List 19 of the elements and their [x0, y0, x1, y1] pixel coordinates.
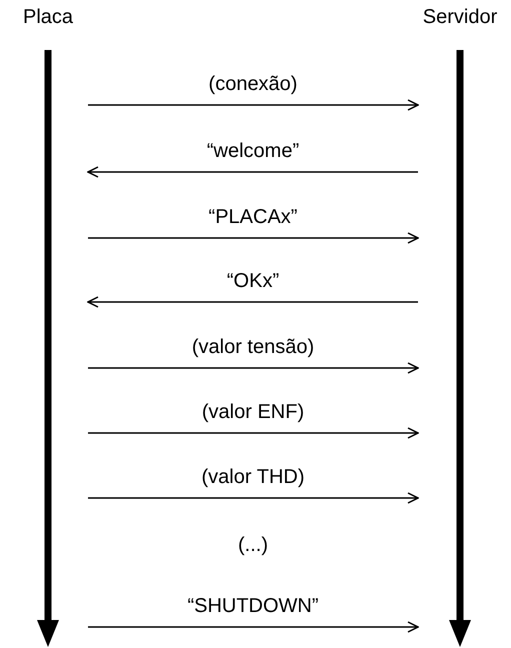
- participant-label: Placa: [22, 6, 74, 29]
- message-label: “OKx”: [226, 270, 280, 293]
- message-label: (valor THD): [202, 466, 304, 489]
- message-arrow: [88, 362, 419, 374]
- message-label: “PLACAx”: [208, 206, 298, 229]
- message-label: (conexão): [208, 73, 298, 96]
- message-label: (valor ENF): [202, 401, 304, 424]
- message-arrow: [88, 621, 419, 633]
- participant-label: Servidor: [422, 6, 498, 29]
- message-arrow: [87, 166, 418, 178]
- message-label: “welcome”: [206, 140, 300, 163]
- message-arrow: [88, 232, 419, 244]
- message-arrow: [87, 296, 418, 308]
- message-arrow: [88, 492, 419, 504]
- message-label: “SHUTDOWN”: [187, 595, 319, 618]
- ellipsis-note: (...): [238, 534, 268, 557]
- message-label: (valor tensão): [192, 336, 314, 359]
- message-arrow: [88, 427, 419, 439]
- message-arrow: [88, 99, 419, 111]
